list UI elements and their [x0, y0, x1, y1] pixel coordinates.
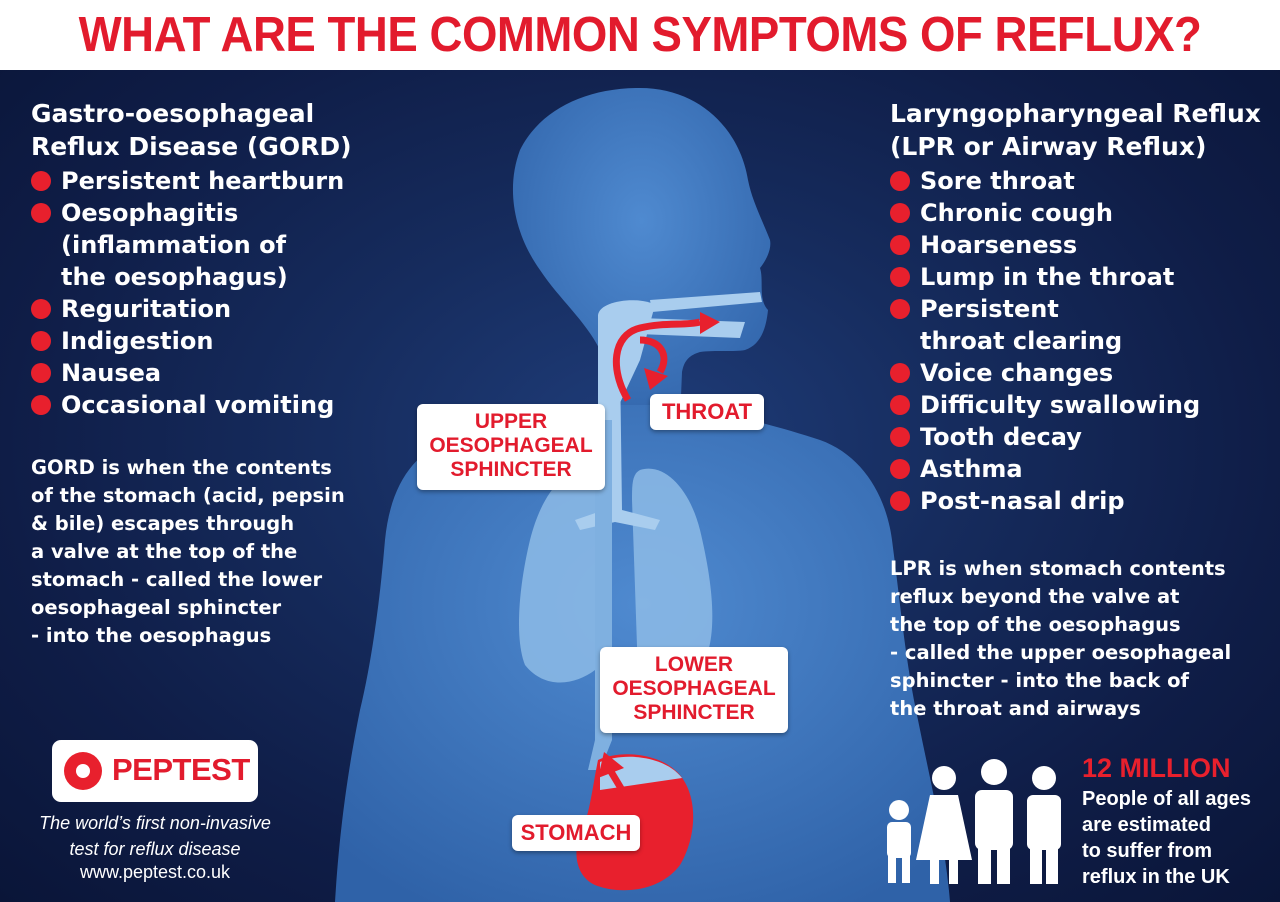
- bullet-dot: [890, 171, 910, 191]
- lpr-heading-line: (LPR or Airway Reflux): [890, 132, 1207, 161]
- upper-sphincter-label: UPPER OESOPHAGEAL SPHINCTER: [417, 404, 605, 490]
- list-item: Chronic cough: [890, 197, 1261, 229]
- gord-desc-line-1: GORD is when the contents: [31, 456, 332, 479]
- throat-label: THROAT: [650, 394, 764, 430]
- gord-heading-line: Reflux Disease (GORD): [31, 132, 352, 161]
- bullet-dot: [890, 395, 910, 415]
- trachea: [575, 360, 660, 530]
- desc-line: sphincter - into the back of: [890, 669, 1190, 692]
- desc-line: of the stomach (acid, pepsin: [31, 484, 345, 507]
- stomach-label: STOMACH: [512, 815, 640, 851]
- list-item: Lump in the throat: [890, 261, 1261, 293]
- desc-line: the top of the oesophagus: [890, 613, 1181, 636]
- arrow-head-loop: [644, 368, 668, 390]
- list-item: Persistent heartburn: [31, 165, 352, 197]
- nasal-passage: [650, 292, 762, 312]
- tagline: The world’s first non-invasive test for …: [39, 813, 271, 859]
- list-item: Hoarseness: [890, 229, 1261, 261]
- gord-heading: Gastro-oesophageal Reflux Disease (GORD): [31, 97, 352, 163]
- peptest-logo: PEPTEST: [52, 740, 258, 802]
- list-item: Voice changes: [890, 357, 1261, 389]
- lower-sphincter-label: LOWER OESOPHAGEAL SPHINCTER: [600, 647, 788, 733]
- desc-line: the throat and airways: [890, 697, 1141, 720]
- list-item: Reguritation: [31, 293, 352, 325]
- bullet-dot: [890, 235, 910, 255]
- desc-line: oesophageal sphincter: [31, 596, 282, 619]
- bullet-dot: [31, 203, 51, 223]
- list-item: Post-nasal drip: [890, 485, 1261, 517]
- arrow-head-stomach: [598, 752, 624, 778]
- gord-section: Gastro-oesophageal Reflux Disease (GORD)…: [31, 97, 352, 421]
- gord-heading-line: Gastro-oesophageal: [31, 99, 315, 128]
- desc-line: & bile) escapes through: [31, 512, 295, 535]
- bullet-dot: [31, 395, 51, 415]
- lpr-heading: Laryngopharyngeal Reflux (LPR or Airway …: [890, 97, 1261, 163]
- bullet-dot: [31, 299, 51, 319]
- bullet-dot: [31, 363, 51, 383]
- list-item: Indigestion: [31, 325, 352, 357]
- website-link[interactable]: www.peptest.co.uk: [79, 862, 231, 882]
- desc-line: a valve at the top of the: [31, 540, 298, 563]
- bullet-dot: [890, 203, 910, 223]
- desc-line: - into the oesophagus: [31, 624, 272, 647]
- family-icon: [887, 759, 1061, 884]
- bullet-dot: [31, 331, 51, 351]
- list-item: Tooth decay: [890, 421, 1261, 453]
- lpr-heading-line: Laryngopharyngeal Reflux: [890, 99, 1261, 128]
- title-bar: WHAT ARE THE COMMON SYMPTOMS OF REFLUX?: [0, 0, 1280, 70]
- lpr-section: Laryngopharyngeal Reflux (LPR or Airway …: [890, 97, 1261, 517]
- bullet-dot: [31, 171, 51, 191]
- desc-line: reflux beyond the valve at: [890, 585, 1180, 608]
- list-item: Nausea: [31, 357, 352, 389]
- bullet-dot: [890, 363, 910, 383]
- bullet-dot: [890, 427, 910, 447]
- stat-text: People of all ages are estimated to suff…: [1082, 788, 1251, 888]
- gord-description: GORD is when the contents of the stomach…: [31, 454, 345, 650]
- bullet-dot: [890, 491, 910, 511]
- lpr-description: LPR is when stomach contents reflux beyo…: [890, 555, 1231, 723]
- list-item: Sore throat: [890, 165, 1261, 197]
- list-item: Asthma: [890, 453, 1261, 485]
- logo-mark-icon: [64, 752, 102, 790]
- desc-line: stomach - called the lower: [31, 568, 323, 591]
- gord-symptom-list: Persistent heartburn Oesophagitis(inflam…: [31, 165, 352, 421]
- stat-number: 12 MILLION: [1082, 753, 1231, 783]
- bullet-dot: [890, 459, 910, 479]
- logo-text: PEPTEST: [112, 752, 250, 787]
- bullet-dot: [890, 299, 910, 319]
- list-item: Difficulty swallowing: [890, 389, 1261, 421]
- reflux-arrow-loop: [639, 336, 668, 374]
- bullet-dot: [890, 267, 910, 287]
- page-title: WHAT ARE THE COMMON SYMPTOMS OF REFLUX?: [78, 8, 1202, 62]
- lpr-desc-line-1: LPR is when stomach contents: [890, 557, 1226, 580]
- lpr-symptom-list: Sore throat Chronic cough Hoarseness Lum…: [890, 165, 1261, 517]
- reflux-arrow-stomach: [606, 768, 632, 802]
- body-silhouette-head: [512, 88, 771, 420]
- reflux-arrow-throat: [612, 318, 701, 402]
- list-item: Occasional vomiting: [31, 389, 352, 421]
- arrow-head-throat: [700, 312, 720, 334]
- desc-line: - called the upper oesophageal: [890, 641, 1232, 664]
